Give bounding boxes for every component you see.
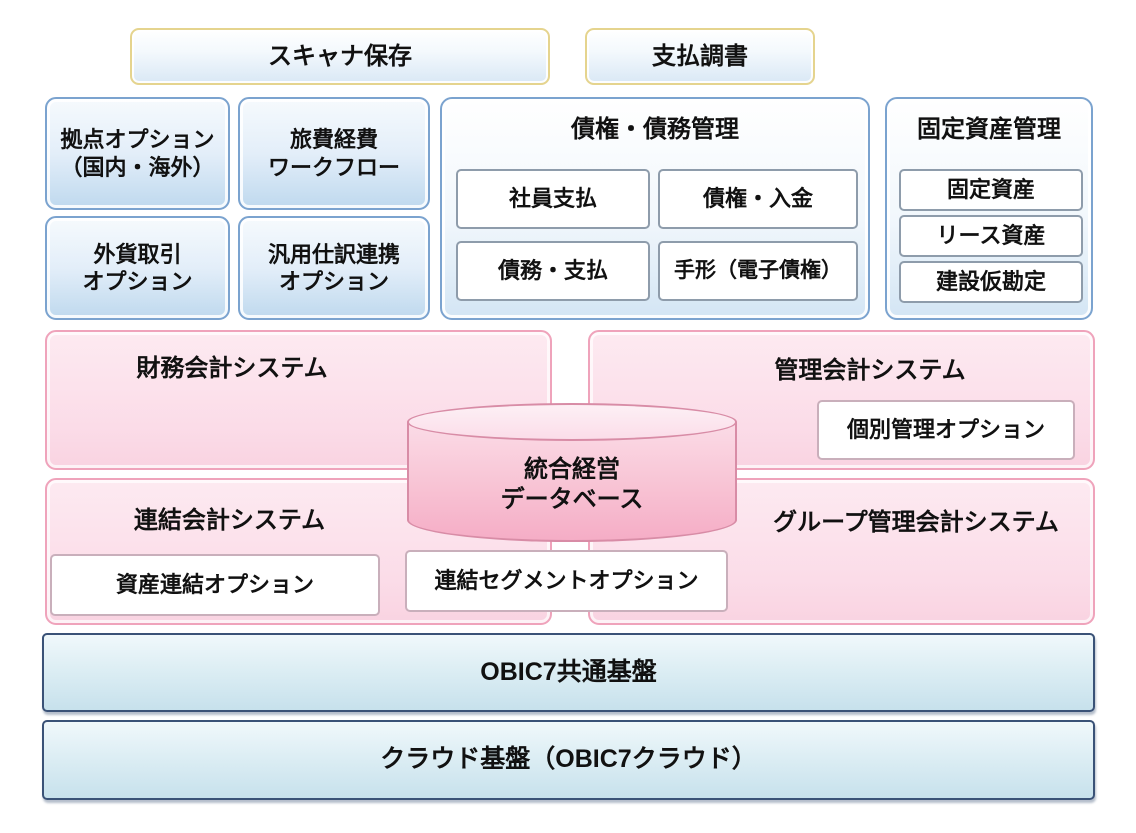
financial-accounting-title: 財務会計システム: [136, 355, 328, 382]
database-cylinder-top: [407, 403, 737, 441]
foreign-currency-option-box: 外貨取引 オプション: [45, 216, 230, 320]
travel-expense-workflow-label: 旅費経費 ワークフロー: [267, 127, 400, 180]
payables-payment-label: 債務・支払: [497, 258, 608, 284]
bills-electronic-label: 手形（電子債権）: [674, 258, 842, 282]
receivables-deposit-label: 債権・入金: [702, 186, 813, 212]
payment-report-label: 支払調書: [652, 42, 748, 70]
financial-accounting-panel: 財務会計システム: [45, 330, 552, 470]
integrated-database-label: 統合経営 データベース: [500, 456, 644, 513]
fixed-asset-group: 固定資産管理 固定資産 リース資産 建設仮勘定: [885, 97, 1093, 320]
receivables-payables-title: 債権・債務管理: [571, 116, 739, 143]
asset-consolidation-option-box: 資産連結オプション: [50, 554, 380, 616]
employee-payment-label: 社員支払: [508, 186, 597, 212]
obic7-common-platform-bar: OBIC7共通基盤: [42, 633, 1095, 712]
payables-payment-box: 債務・支払: [456, 241, 650, 301]
cloud-platform-label: クラウド基盤（OBIC7クラウド）: [380, 745, 757, 774]
consolidated-accounting-title: 連結会計システム: [133, 507, 326, 534]
cloud-platform-bar: クラウド基盤（OBIC7クラウド）: [42, 720, 1095, 800]
asset-consolidation-option-label: 資産連結オプション: [115, 572, 314, 598]
foreign-currency-option-label: 外貨取引 オプション: [82, 241, 193, 295]
individual-management-option-box: 個別管理オプション: [817, 400, 1075, 460]
construction-account-box: 建設仮勘定: [899, 261, 1083, 303]
integrated-database-cylinder: 統合経営 データベース: [407, 403, 737, 543]
fixed-asset-title: 固定資産管理: [917, 116, 1061, 143]
consolidated-segment-option-label: 連結セグメントオプション: [434, 568, 699, 594]
management-accounting-panel: 管理会計システム 個別管理オプション: [588, 330, 1095, 470]
individual-management-option-label: 個別管理オプション: [846, 417, 1045, 443]
journal-link-option-label: 汎用仕訳連携 オプション: [267, 241, 400, 295]
database-cylinder-body: [407, 422, 737, 542]
payment-report-badge: 支払調書: [585, 28, 815, 85]
fixed-asset-label: 固定資産: [946, 177, 1035, 203]
fixed-asset-box: 固定資産: [899, 169, 1083, 211]
travel-expense-workflow-box: 旅費経費 ワークフロー: [238, 97, 430, 210]
group-management-accounting-title: グループ管理会計システム: [773, 509, 1059, 536]
site-option-label: 拠点オプション （国内・海外）: [60, 127, 215, 180]
scanner-save-label: スキャナ保存: [268, 42, 412, 70]
employee-payment-box: 社員支払: [456, 169, 650, 229]
lease-asset-box: リース資産: [899, 215, 1083, 257]
journal-link-option-box: 汎用仕訳連携 オプション: [238, 216, 430, 320]
site-option-box: 拠点オプション （国内・海外）: [45, 97, 230, 210]
obic7-common-platform-label: OBIC7共通基盤: [480, 657, 657, 686]
bills-electronic-box: 手形（電子債権）: [658, 241, 858, 301]
receivables-payables-group: 債権・債務管理 社員支払 債権・入金 債務・支払 手形（電子債権）: [440, 97, 870, 320]
scanner-save-badge: スキャナ保存: [130, 28, 550, 85]
construction-account-label: 建設仮勘定: [935, 269, 1046, 295]
receivables-deposit-box: 債権・入金: [658, 169, 858, 229]
lease-asset-label: リース資産: [936, 223, 1046, 249]
management-accounting-title: 管理会計システム: [774, 357, 966, 384]
consolidated-segment-option-box: 連結セグメントオプション: [405, 550, 728, 612]
